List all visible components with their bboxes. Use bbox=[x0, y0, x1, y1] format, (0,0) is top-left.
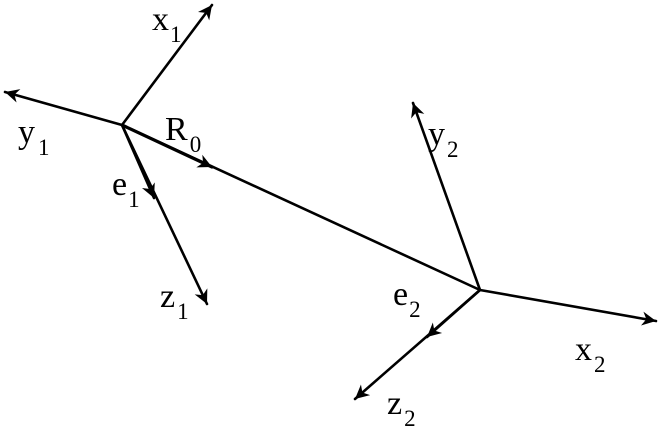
label-x2: x2 bbox=[575, 331, 606, 377]
label-z2: z2 bbox=[387, 385, 416, 431]
frame2-x-axis-arrow bbox=[478, 288, 658, 326]
separation-r0-arrow bbox=[120, 123, 214, 169]
label-y2: y2 bbox=[428, 116, 459, 162]
label-e1: e1 bbox=[112, 166, 140, 212]
label-e2: e2 bbox=[393, 276, 421, 322]
frame1-e-vector-arrow bbox=[120, 123, 156, 200]
frame2-e-vector-arrow bbox=[425, 288, 482, 339]
frame1-x-axis-arrow bbox=[120, 3, 214, 127]
frame2-y-axis-arrow bbox=[411, 101, 482, 292]
label-x1: x1 bbox=[152, 1, 182, 47]
label-z1: z1 bbox=[160, 278, 189, 324]
label-r0: R0 bbox=[165, 111, 201, 157]
frame1-y-axis-arrow bbox=[3, 89, 124, 127]
